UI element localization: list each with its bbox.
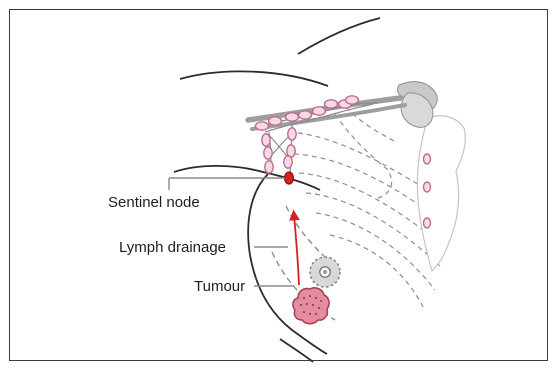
- lymph-node: [284, 156, 292, 168]
- nipple-center: [323, 270, 327, 274]
- lymph-node: [269, 117, 282, 125]
- rib-line-1: [289, 132, 426, 189]
- rib-line-2: [294, 154, 432, 214]
- lymph-node: [265, 161, 273, 173]
- lymph-node: [299, 111, 312, 119]
- tumour-shape: [293, 288, 329, 324]
- lymph-node: [264, 147, 272, 159]
- tumour-label: Tumour: [194, 278, 245, 295]
- lymph-node: [346, 96, 359, 104]
- lymph-node: [286, 113, 299, 121]
- sentinel-node-label: Sentinel node: [108, 194, 200, 211]
- lymph-drainage-label: Lymph drainage: [119, 239, 226, 256]
- arm-outline: [298, 18, 380, 54]
- shoulder-outline: [180, 71, 328, 86]
- lymph-node: [256, 122, 269, 130]
- lymph-node: [424, 154, 431, 164]
- lymph-node: [424, 218, 431, 228]
- scapula-shape: [417, 116, 465, 271]
- lymph-node: [424, 182, 431, 192]
- lymph-node: [313, 107, 326, 115]
- lymph-node: [288, 128, 296, 140]
- lymph-node: [325, 100, 338, 108]
- sentinel-node: [285, 172, 294, 184]
- lymph-node: [262, 134, 270, 146]
- rib-line-6: [330, 235, 423, 307]
- pectoral-fan-a: [335, 114, 392, 198]
